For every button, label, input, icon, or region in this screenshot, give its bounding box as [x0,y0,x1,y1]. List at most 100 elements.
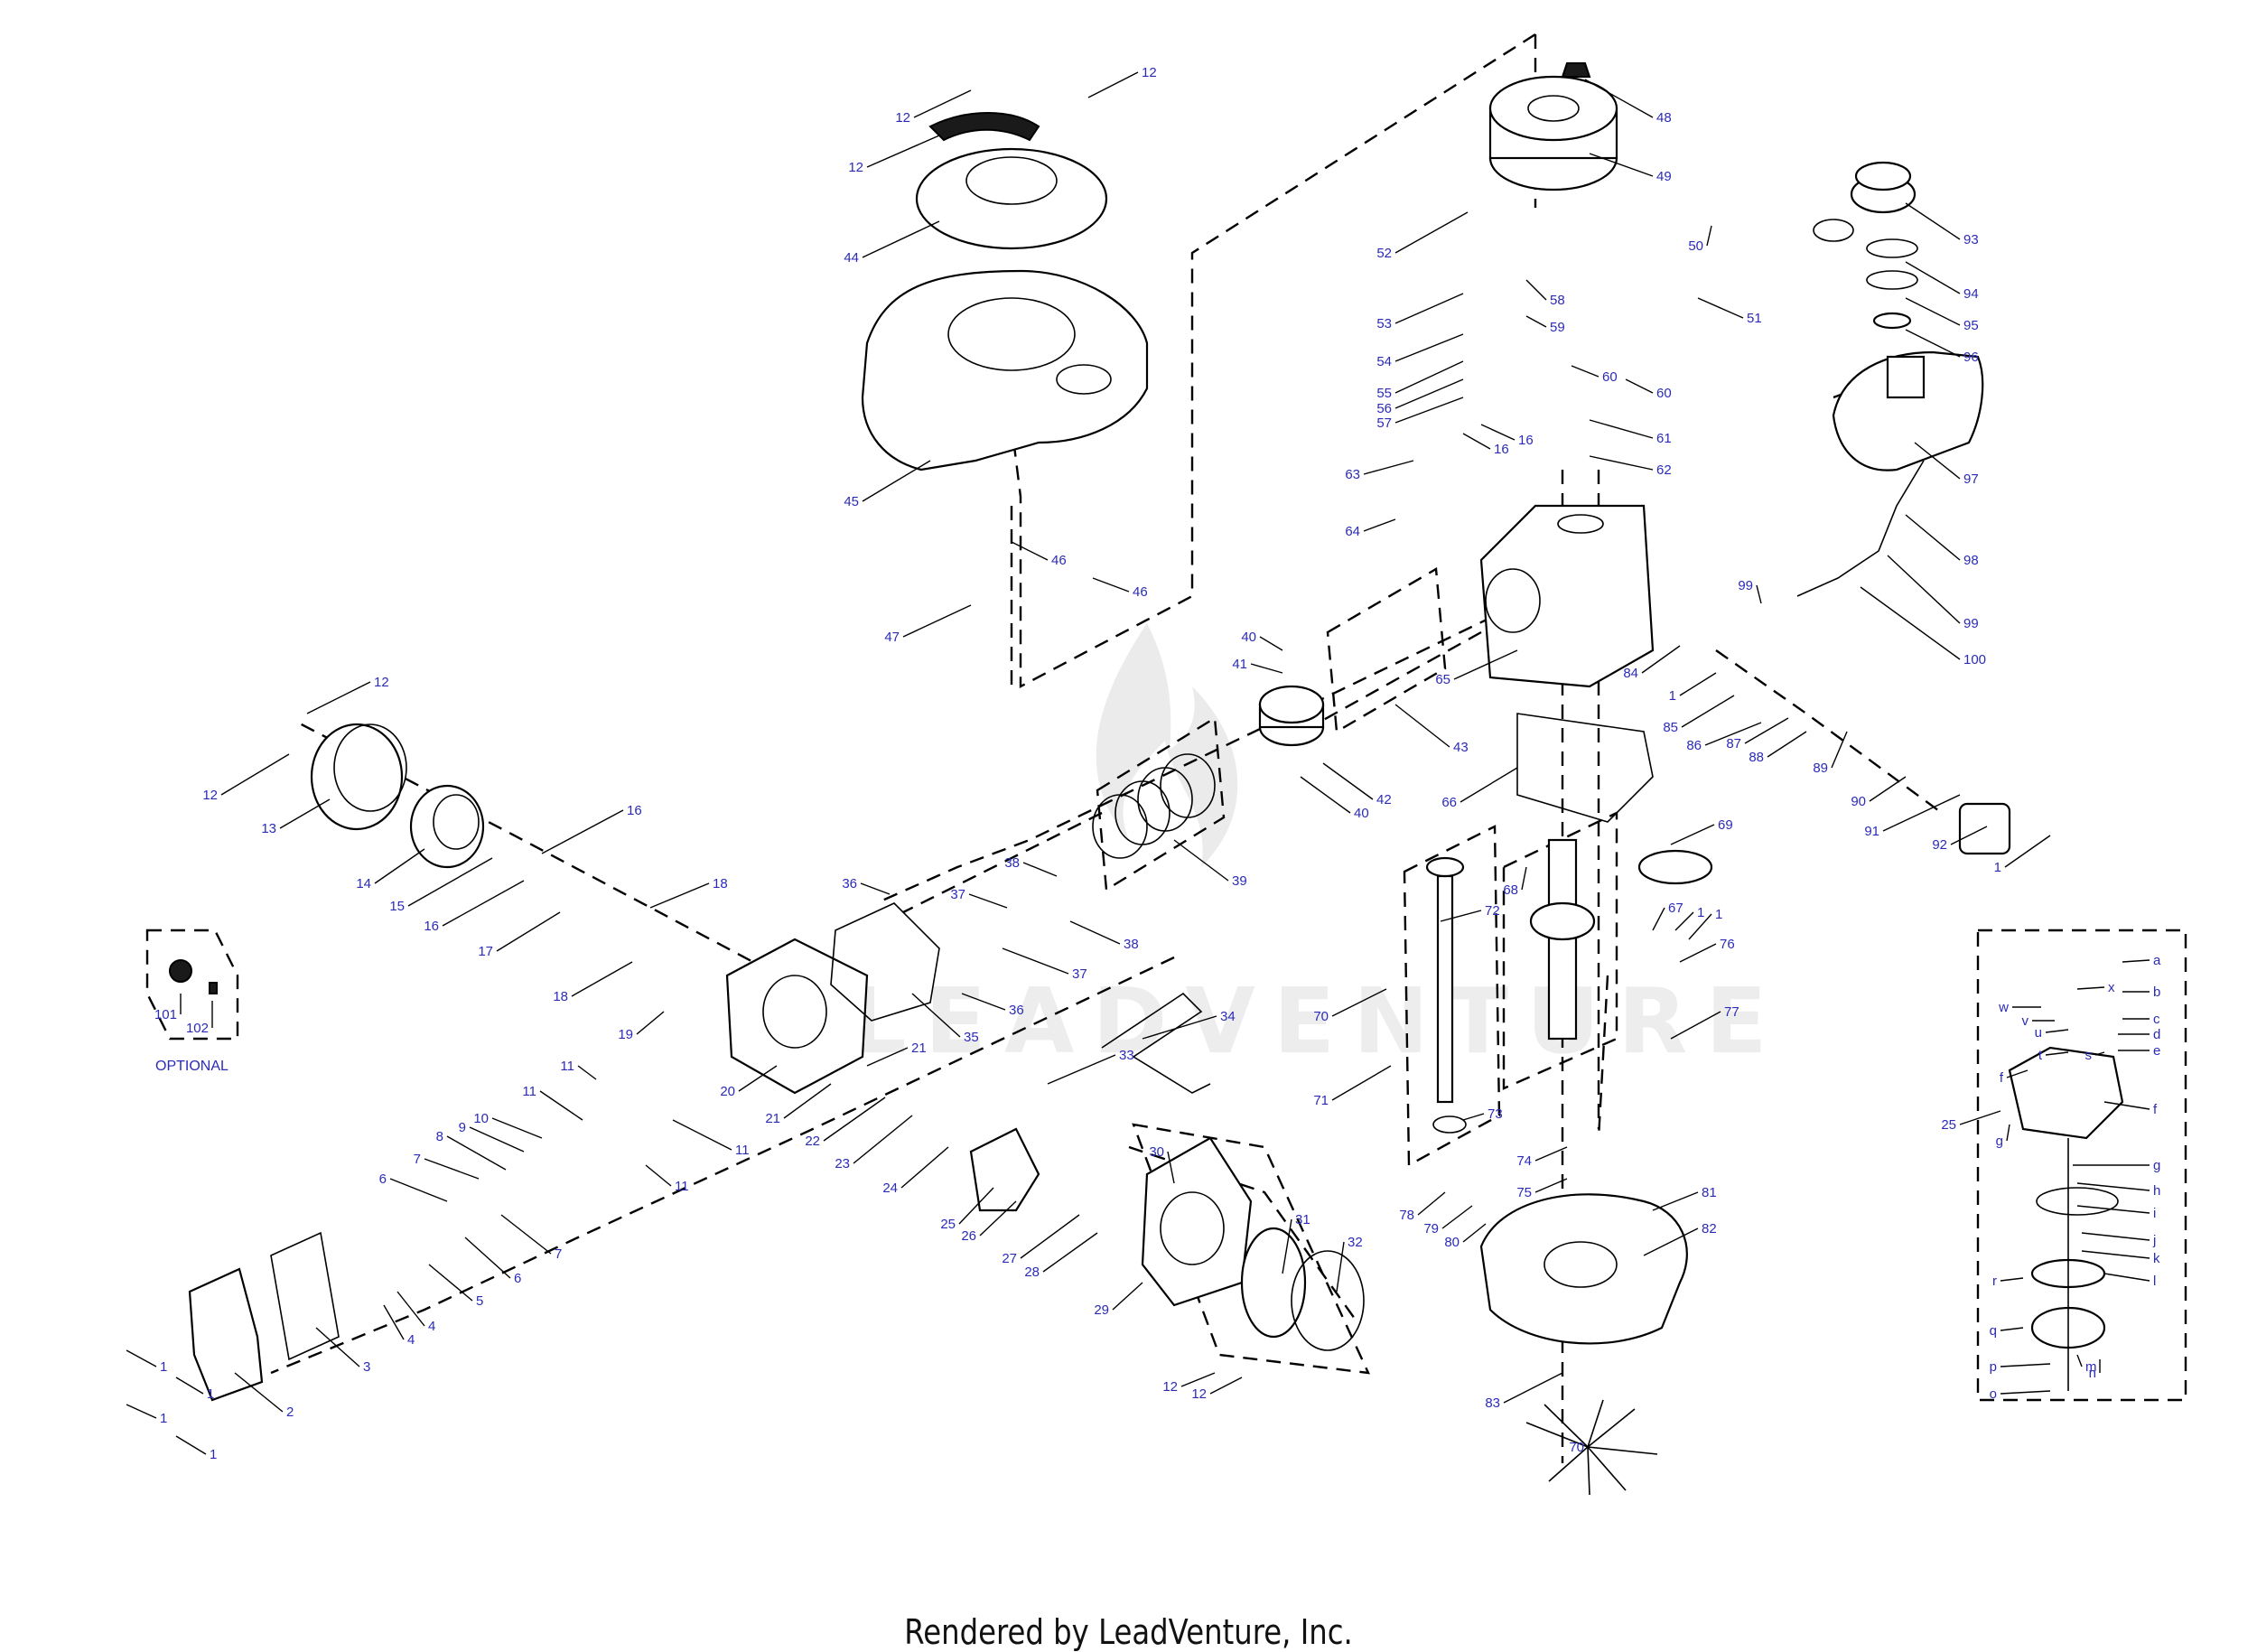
callout-60: 60 [1571,365,1618,385]
valve-cover-gasket [270,1231,340,1361]
dash-box-camshaft [1403,825,1501,1168]
callout-label: 1 [210,1447,217,1462]
callout-17: 17 [478,911,561,959]
leader-line [424,1158,480,1180]
fuel-tank [1832,350,1984,471]
callout-86: 86 [1686,722,1762,753]
callout-label: 39 [1232,873,1247,889]
leader-line [2094,1051,2105,1056]
callout-label: m [2085,1359,2097,1375]
throttle-cable [1101,992,1211,1094]
callout-label: 97 [1963,471,1979,487]
leader-line [442,880,525,927]
callout-46: 46 [1011,541,1067,568]
governor-shaft [1425,856,1467,1134]
callout-label: 61 [1656,431,1672,446]
callout-label: 35 [964,1030,979,1045]
callout-label: 41 [1232,657,1247,672]
callout-label: 77 [1724,1004,1739,1020]
leader-line [469,1126,525,1153]
leader-line [672,1119,732,1151]
callout-69: 69 [1670,817,1733,845]
callout-72: 72 [1440,903,1500,922]
leader-line [866,135,940,168]
callout-label: 74 [1516,1153,1532,1169]
callout-label: 10 [473,1111,489,1126]
callout-label: 88 [1749,750,1764,765]
leader-line [175,1435,207,1455]
callout-9: 9 [459,1120,525,1153]
dash-box-crankshaft [1502,811,1618,1090]
leader-line [2081,1250,2150,1259]
callout-label: 58 [1550,293,1565,308]
callout-11: 11 [645,1164,689,1194]
leader-line [1887,555,1961,624]
callout-5: 5 [428,1264,483,1309]
callout-97: 97 [1914,442,1979,487]
muffler [310,723,485,869]
blower-housing [861,269,1149,471]
leader-line [2045,1029,2069,1033]
callout-label: 11 [735,1143,750,1158]
callout-label: 101 [154,1007,177,1022]
callout-g: g [2073,1158,2160,1173]
callout-label: x [2108,980,2115,995]
callout-label: 86 [1686,738,1702,753]
callout-7: 7 [414,1152,480,1180]
leader-line [649,882,710,909]
callout-51: 51 [1697,297,1762,326]
callout-100: 100 [1860,586,1986,667]
callout-label: 56 [1376,401,1392,416]
callout-label: 60 [1602,369,1618,385]
head-gasket [830,902,940,1022]
callout-45: 45 [844,460,931,509]
callout-94: 94 [1905,261,1979,302]
callout-label: 99 [1738,578,1753,593]
callout-label: j [2152,1233,2156,1248]
callout-x: x [2076,980,2115,995]
callout-label: 17 [478,944,493,959]
leader-line [968,893,1008,909]
leader-line [1047,1054,1116,1085]
callout-61: 61 [1589,419,1672,446]
callout-12: 12 [895,89,972,126]
callout-3: 3 [315,1327,370,1375]
leader-line [1092,577,1130,593]
leader-line [279,798,331,829]
callout-label: 34 [1220,1009,1236,1024]
callout-label: 45 [844,494,859,509]
callout-47: 47 [884,604,972,645]
dash-line [902,811,1103,914]
leader-line [571,961,633,997]
callout-label: 38 [1124,937,1139,952]
dash-line [875,594,1536,905]
carburetor-detail [2008,1046,2124,1391]
leader-line [464,1237,511,1279]
callout-8: 8 [436,1129,507,1171]
leader-line [1625,378,1654,394]
callout-7: 7 [500,1214,562,1262]
leader-line [1394,378,1464,409]
callout-67: 67 [1652,901,1683,931]
callout-label: 4 [428,1319,435,1334]
callout-18: 18 [553,961,633,1004]
leader-line [2000,1327,2024,1331]
callout-98: 98 [1905,514,1979,568]
callout-102: 102 [186,1001,213,1036]
callout-12: 12 [1087,65,1157,98]
engine-block [1479,504,1655,688]
dash-line [1715,649,1943,814]
callout-label: 12 [848,160,863,175]
callout-label: 12 [1191,1386,1207,1402]
leader-line [1679,943,1717,963]
bolt-set-70 [1525,1399,1658,1496]
callout-1: 1 [126,1404,167,1426]
leader-line [1534,1146,1568,1162]
leader-line [1688,913,1712,940]
callout-label: 1 [1697,905,1704,920]
callout-i: i [2076,1205,2156,1221]
leader-line [1336,1241,1345,1293]
callout-77: 77 [1670,1004,1739,1040]
callout-92: 92 [1932,826,1988,853]
callout-11: 11 [560,1059,597,1080]
